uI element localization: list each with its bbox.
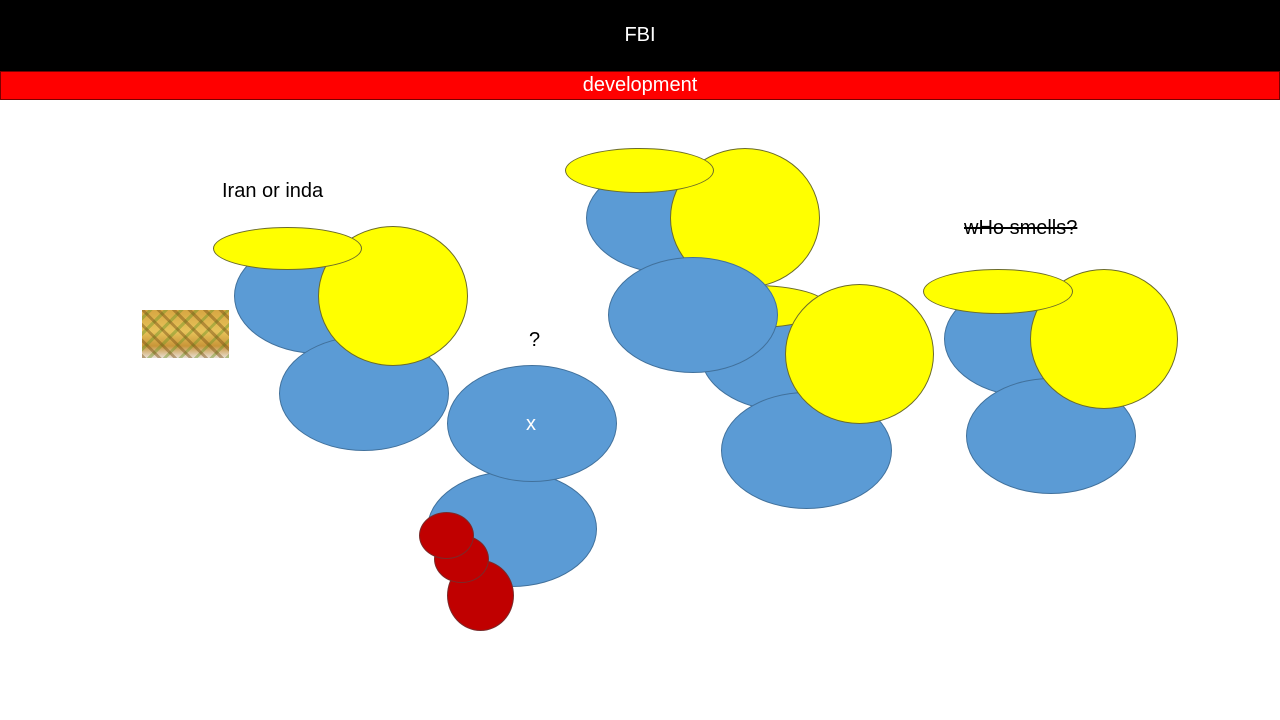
yellow-disc <box>565 148 714 193</box>
development-banner: development <box>0 71 1280 100</box>
iran-caption: Iran or inda <box>222 180 324 202</box>
blue-ellipse <box>608 257 778 373</box>
red-circle <box>419 512 474 559</box>
banner-label: development <box>582 74 698 96</box>
page-title: FBI <box>624 24 656 46</box>
pastry-image <box>142 310 229 358</box>
header-bar: FBI <box>0 0 1280 71</box>
yellow-circle <box>785 284 934 424</box>
yellow-disc <box>213 227 362 270</box>
x-mark-label: x <box>526 413 536 435</box>
blue-ellipse <box>447 365 617 482</box>
yellow-disc <box>923 269 1073 314</box>
who-smells-caption: wHo smells? <box>964 217 1078 239</box>
question-mark-label: ? <box>529 329 541 351</box>
